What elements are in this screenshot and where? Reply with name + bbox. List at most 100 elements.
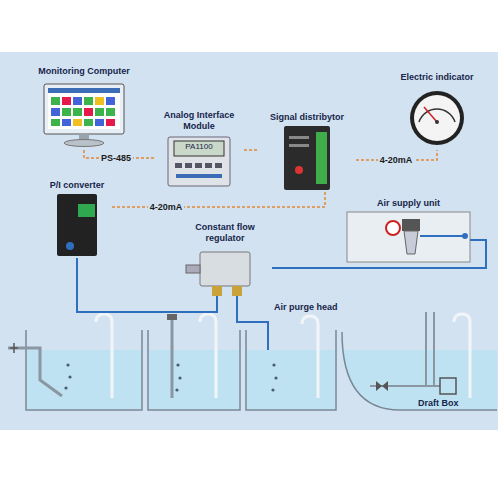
- signal-label: PS-485: [99, 153, 133, 164]
- supply-gauge: [386, 221, 400, 235]
- screen-cell: [51, 108, 60, 116]
- gauge-rim: [410, 91, 464, 145]
- tank-wall: [342, 332, 497, 410]
- device-node: Constant flow regulator: [178, 222, 272, 302]
- screen-cell: [106, 108, 115, 116]
- screen-cell: [51, 119, 60, 126]
- hose-stub: [216, 296, 218, 302]
- vent-pipe: [302, 316, 318, 398]
- screen-cell: [84, 108, 93, 116]
- brass-fitting: [232, 286, 242, 296]
- terminal-strip: [316, 132, 327, 184]
- device-title: Constant flow regulator: [178, 222, 272, 244]
- device-title: Air supply unit: [342, 198, 475, 209]
- device-title: Analog Interface Module: [154, 110, 244, 132]
- device-node: Electric indicator: [389, 70, 485, 150]
- screen-cell: [62, 97, 71, 105]
- screen-cell: [51, 97, 60, 105]
- bubble: [178, 376, 181, 379]
- regulator-head: [402, 219, 420, 231]
- supply-hose: [470, 239, 475, 241]
- converter-body: [57, 194, 97, 256]
- dip-pipe: [171, 318, 174, 398]
- air-line: [272, 240, 486, 268]
- dip-pipe: [426, 312, 434, 386]
- device-node: Air supply unit: [342, 198, 475, 266]
- screen-cell: [62, 119, 71, 126]
- signal-line: [244, 149, 258, 151]
- screen-cell: [73, 119, 82, 126]
- screen-cell: [95, 97, 104, 105]
- device-node: Monitoring Computer: [28, 66, 140, 150]
- purge-head: [167, 314, 177, 320]
- device-title: Monitoring Computer: [28, 66, 140, 77]
- device-node: Analog Interface ModulePA1100: [154, 110, 244, 188]
- tank-wall: [26, 330, 142, 410]
- pi-converter-icon: [57, 194, 97, 256]
- water: [27, 350, 141, 409]
- distributor-mark: [289, 144, 309, 147]
- dip-pipe: [8, 348, 62, 396]
- bubble: [271, 388, 274, 391]
- screen-cell: [106, 119, 115, 126]
- signal-label: 4-20mA: [148, 202, 185, 213]
- screen-cell: [95, 119, 104, 126]
- distributor-body: [284, 126, 330, 190]
- screen-cell: [84, 97, 93, 105]
- bubble: [66, 363, 69, 366]
- water: [247, 350, 335, 409]
- converter-terminal: [78, 204, 95, 217]
- module-button: [195, 163, 202, 168]
- gauge-pivot: [435, 120, 439, 124]
- bubble: [274, 376, 277, 379]
- device-title: Signal distribytor: [258, 112, 356, 123]
- device-node: Signal distribytor: [258, 110, 356, 192]
- brass-fitting: [212, 286, 222, 296]
- module-button: [215, 163, 222, 168]
- vent-pipe: [96, 314, 112, 398]
- bubble: [68, 375, 71, 378]
- vent-pipe: [454, 314, 470, 398]
- draft-box: [440, 378, 456, 394]
- tank-wall: [148, 330, 240, 410]
- screen-cell: [95, 108, 104, 116]
- supply-panel: [347, 212, 470, 262]
- panel-ground: [0, 52, 498, 430]
- valve-symbol: [376, 381, 388, 391]
- screen-cell: [73, 108, 82, 116]
- bubble: [175, 388, 178, 391]
- gauge-face: [414, 95, 460, 141]
- signal-distributor-icon: [284, 126, 330, 190]
- signal-label: 4-20mA: [378, 155, 415, 166]
- screen-cell: [73, 97, 82, 105]
- regulator-body: [200, 252, 250, 286]
- signal-line: [110, 192, 325, 207]
- bubble: [64, 386, 67, 389]
- distributor-mark: [289, 136, 309, 139]
- water: [149, 350, 239, 409]
- module-button: [205, 163, 212, 168]
- part-label: Air purge head: [274, 302, 338, 313]
- screen-cell: [106, 97, 115, 105]
- air-line: [77, 258, 217, 312]
- tanks: [8, 312, 497, 410]
- monitor-screen: [48, 88, 120, 129]
- supply-hose: [420, 235, 462, 237]
- vent-pipe: [200, 314, 216, 398]
- module-button: [175, 163, 182, 168]
- bubble: [176, 363, 179, 366]
- supply-fitting: [462, 233, 468, 239]
- air-port: [66, 242, 74, 250]
- gauge-needle: [424, 107, 437, 122]
- bubble: [272, 363, 275, 366]
- device-title: Electric indicator: [389, 72, 485, 83]
- valve-symbol: [10, 343, 18, 353]
- filter-bowl: [404, 231, 418, 254]
- regulator-knob: [186, 265, 200, 273]
- part-label: Draft Box: [418, 398, 459, 409]
- status-led: [295, 166, 303, 174]
- screen-cell: [84, 119, 93, 126]
- air-supply-icon: [347, 212, 475, 262]
- screen-header: [48, 88, 120, 93]
